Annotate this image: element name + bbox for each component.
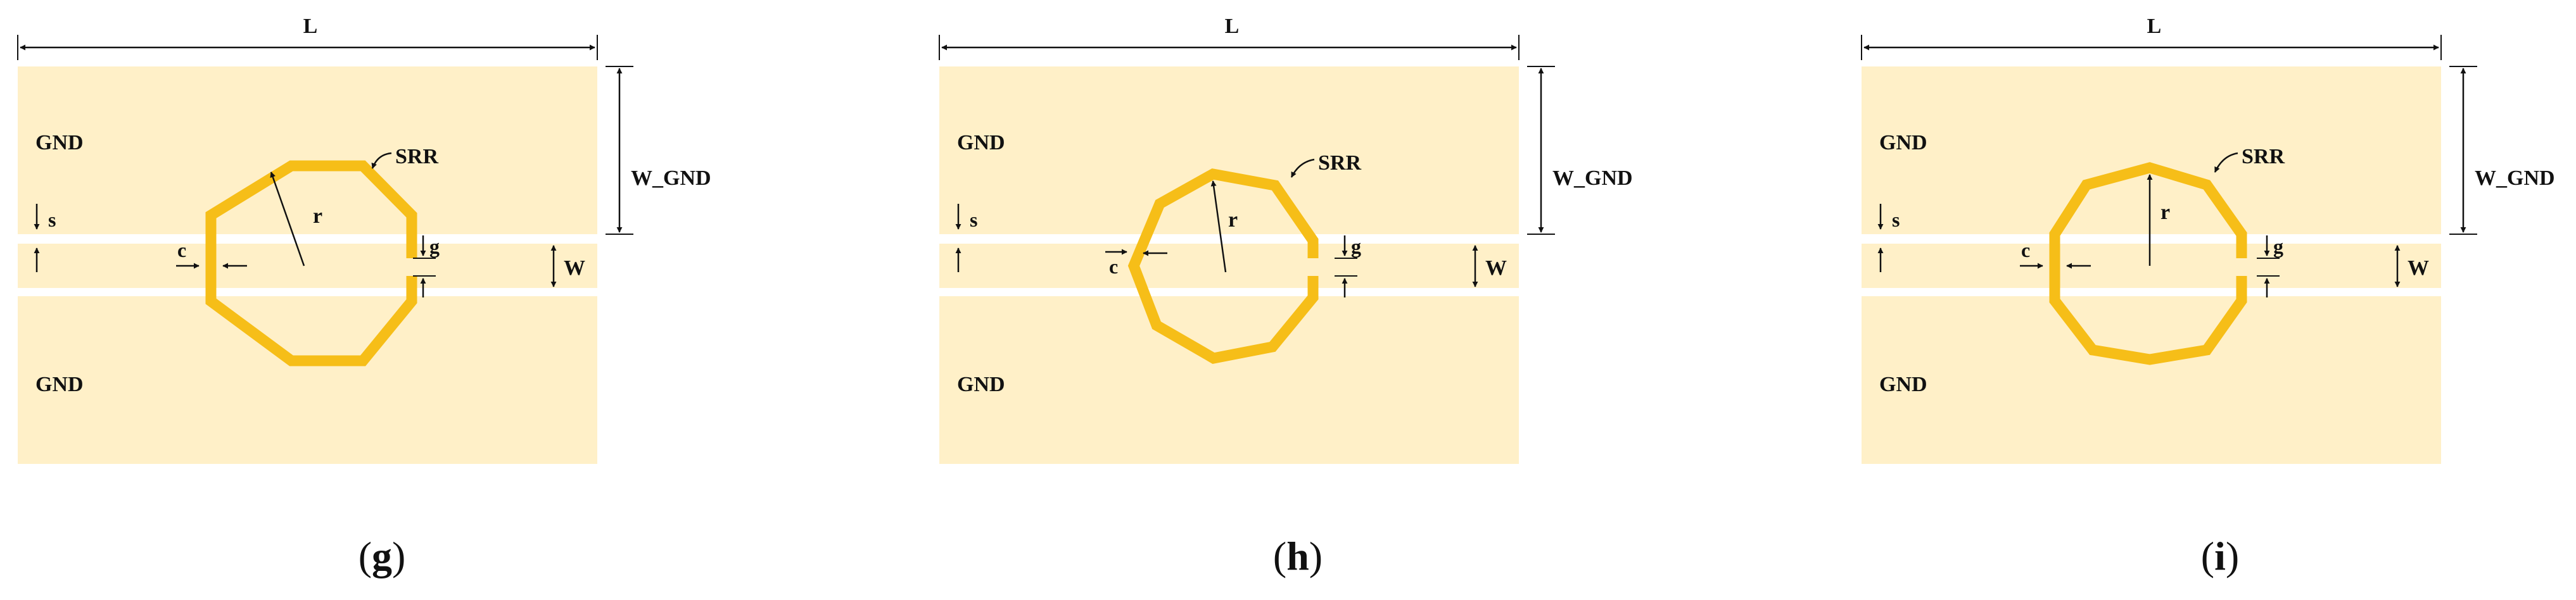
signal-strip [939, 244, 1519, 288]
signal-strip [1862, 244, 2441, 288]
ground-plane-bottom [939, 296, 1519, 464]
label-W_GND: W_GND [2475, 166, 2555, 190]
label-SRR: SRR [395, 145, 438, 168]
label-W: W [564, 256, 585, 280]
panel-g: L W_GND GND GND SRR r s c g W (g) [17, 15, 711, 578]
label-c: c [177, 239, 186, 261]
label-SRR: SRR [2242, 145, 2285, 168]
label-s: s [970, 208, 977, 231]
label-L: L [303, 15, 318, 38]
label-c: c [2021, 239, 2030, 261]
label-GND-bottom: GND [957, 373, 1005, 396]
label-GND-top: GND [957, 131, 1005, 154]
srr-split-gap [2231, 258, 2253, 276]
label-r: r [1228, 208, 1238, 232]
label-W_GND: W_GND [1552, 166, 1633, 190]
srr-split-gap [1303, 258, 1324, 276]
signal-strip [18, 244, 597, 288]
label-g: g [429, 235, 440, 258]
srr-ring [2049, 162, 2247, 365]
label-W: W [1485, 256, 1507, 280]
label-GND-top: GND [35, 131, 84, 154]
label-g: g [1351, 235, 1361, 258]
caption-i: (i) [2201, 534, 2239, 578]
label-SRR: SRR [1318, 151, 1361, 175]
label-r: r [2160, 201, 2170, 224]
SRR-leader [1290, 158, 1315, 178]
dimension-r [270, 172, 305, 266]
label-W_GND: W_GND [631, 166, 711, 190]
label-GND-bottom: GND [1879, 373, 1927, 396]
SRR-leader [2214, 152, 2238, 173]
srr-ring [205, 160, 417, 366]
ground-plane-top [939, 66, 1519, 234]
label-GND-bottom: GND [35, 373, 84, 396]
panel-h: L W_GND GND GND SRR r s c g W (h) [939, 15, 1633, 578]
label-L: L [1225, 15, 1240, 38]
label-L: L [2147, 15, 2162, 38]
caption-h: (h) [1273, 534, 1323, 578]
label-W: W [2408, 256, 2429, 280]
label-s: s [48, 208, 56, 231]
ground-plane-top [1862, 66, 2441, 234]
ground-plane-bottom [1862, 296, 2441, 464]
label-GND-top: GND [1879, 131, 1927, 154]
srr-ring [1127, 168, 1319, 364]
label-g: g [2273, 235, 2283, 258]
SRR-leader [371, 152, 392, 169]
caption-g: (g) [358, 534, 406, 578]
srr-split-gap [402, 258, 424, 276]
ground-plane-bottom [18, 296, 597, 464]
panel-i: L W_GND GND GND SRR r s c g W (i) [1861, 15, 2555, 578]
label-c: c [1109, 255, 1118, 278]
label-r: r [313, 204, 322, 228]
label-s: s [1892, 208, 1900, 231]
ground-plane-top [18, 66, 597, 234]
dimension-r [1210, 180, 1227, 273]
